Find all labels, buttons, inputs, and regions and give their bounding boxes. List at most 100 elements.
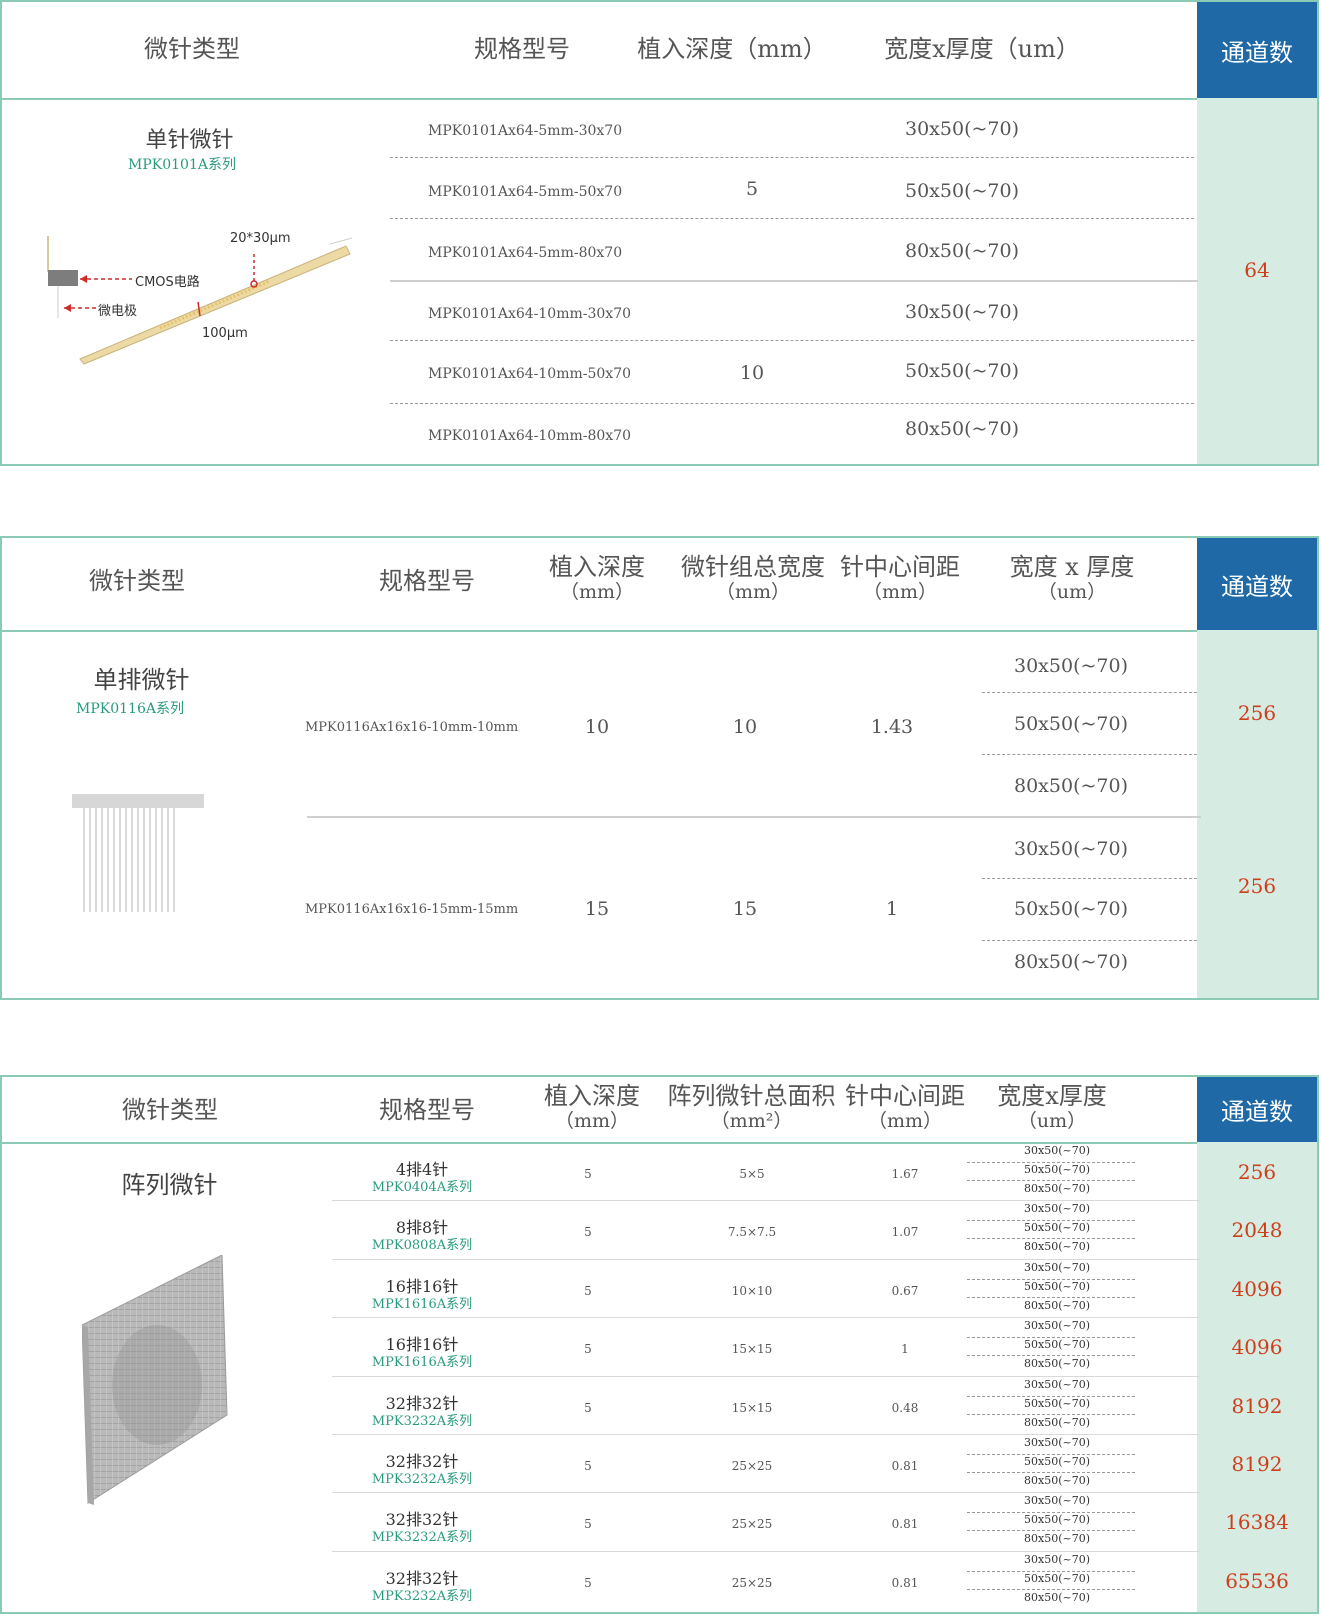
array-row-area: 15×15 (731, 1342, 773, 1357)
dims-row-4: 30x50(~70) (905, 301, 1019, 323)
pitch-group-1: 1.43 (870, 716, 914, 738)
array-row-dims: 50x50(~70) (1024, 1455, 1090, 1468)
header-dims-unit: （um） (1037, 581, 1107, 603)
header-channels: 通道数 (1197, 1077, 1317, 1142)
table3-header: 微针类型 规格型号 植入深度 （mm） 阵列微针总面积 （mm²） 针中心间距 … (2, 1077, 1317, 1144)
array-row-dims: 80x50(~70) (1024, 1415, 1090, 1429)
spec-group-2: MPK0116Ax16x16-15mm-15mm (305, 902, 519, 917)
array-row-dims: 30x50(~70) (1024, 1377, 1090, 1391)
spec-row-1: MPK0101Ax64-5mm-30x70 (428, 123, 623, 139)
table-single-needle: 微针类型 规格型号 植入深度（mm） 宽度x厚度（um） 通道数 64 单针微针… (0, 0, 1319, 466)
array-row-channels: 8192 (1231, 1452, 1283, 1476)
array-row-dims: 50x50(~70) (1024, 1221, 1090, 1235)
array-row-name: 4排4针 (395, 1160, 449, 1179)
table-array-needle: 微针类型 规格型号 植入深度 （mm） 阵列微针总面积 （mm²） 针中心间距 … (0, 1075, 1319, 1614)
array-row-dims: 50x50(~70) (1024, 1513, 1090, 1527)
array-row-dims: 80x50(~70) (1024, 1532, 1090, 1546)
header-type: 微针类型 (122, 1096, 218, 1124)
diagram-width-label: 100μm (202, 326, 248, 341)
array-row-dims: 30x50(~70) (1024, 1260, 1090, 1274)
dims-group-1-1: 30x50(~70) (1014, 655, 1128, 677)
array-row-series: MPK0404A系列 (371, 1180, 473, 1195)
array-row-name: 32排32针 (385, 1568, 459, 1588)
header-depth-label: 植入深度 (549, 553, 645, 581)
array-row-pitch: 0.81 (891, 1517, 919, 1532)
array-row-dims: 50x50(~70) (1024, 1338, 1090, 1352)
diagram-cmos-label: CMOS电路 (135, 275, 200, 290)
depth-group-2: 10 (739, 362, 765, 384)
header-depth-unit: （mm） (559, 581, 635, 603)
array-row-dims: 50x50(~70) (1024, 1163, 1090, 1176)
width-group-1: 10 (732, 716, 758, 738)
array-row-depth: 5 (584, 1400, 592, 1415)
array-row-dims: 80x50(~70) (1024, 1590, 1090, 1604)
array-row-pitch: 1 (901, 1342, 909, 1357)
single-needle-diagram (47, 236, 353, 365)
dims-row-1: 30x50(~70) (905, 118, 1019, 140)
dims-group-1-3: 80x50(~70) (1014, 775, 1128, 797)
type-name: 单排微针 (93, 666, 190, 694)
header-area: 阵列微针总面积 （mm²） (664, 1082, 839, 1133)
header-width-unit: （mm） (715, 581, 791, 603)
array-row-depth: 5 (584, 1283, 592, 1298)
array-row-dims: 30x50(~70) (1024, 1494, 1090, 1508)
array-row-dims: 30x50(~70) (1024, 1552, 1090, 1566)
array-row-area: 15×15 (731, 1400, 773, 1415)
header-type: 微针类型 (144, 35, 240, 63)
array-row-series: MPK3232A系列 (371, 1472, 473, 1487)
array-row-dims: 30x50(~70) (1024, 1144, 1090, 1157)
array-row-pitch: 0.81 (891, 1575, 919, 1590)
array-row-series: MPK3232A系列 (371, 1530, 473, 1546)
array-row-channels: 4096 (1231, 1276, 1283, 1301)
array-row-name: 16排16针 (385, 1335, 459, 1355)
array-row-dims: 30x50(~70) (1024, 1436, 1090, 1449)
array-row-channels: 4096 (1231, 1335, 1283, 1360)
table-single-row-needle: 微针类型 规格型号 植入深度 （mm） 微针组总宽度 （mm） 针中心间距 （m… (0, 536, 1319, 1000)
spec-row-2: MPK0101Ax64-5mm-50x70 (428, 184, 623, 200)
channels-group-1: 256 (1237, 701, 1277, 725)
header-dims: 宽度x厚度（um） (884, 35, 1080, 63)
spec-group-1: MPK0116Ax16x16-10mm-10mm (305, 720, 519, 735)
array-row-name: 32排32针 (385, 1393, 459, 1413)
header-area-unit: （mm²） (710, 1110, 793, 1132)
array-row-dims: 50x50(~70) (1024, 1279, 1090, 1293)
array-row-area: 10×10 (731, 1283, 773, 1298)
single-row-needle-image (72, 794, 204, 912)
channels-column (1197, 1142, 1317, 1612)
depth-group-1: 5 (745, 178, 759, 200)
array-row-pitch: 0.81 (891, 1459, 919, 1473)
channels-column (1197, 630, 1317, 998)
array-row-dims: 50x50(~70) (1024, 1396, 1090, 1410)
array-row-area: 5×5 (739, 1167, 765, 1181)
header-channels: 通道数 (1197, 2, 1317, 98)
array-row-depth: 5 (584, 1167, 592, 1181)
array-row-dims: 80x50(~70) (1024, 1240, 1090, 1254)
array-row-series: MPK0808A系列 (371, 1238, 473, 1254)
array-row-dims: 80x50(~70) (1024, 1182, 1090, 1195)
array-row-series: MPK3232A系列 (371, 1588, 473, 1604)
header-spec: 规格型号 (379, 567, 475, 595)
header-area-label: 阵列微针总面积 (667, 1082, 836, 1110)
header-depth: 植入深度 （mm） (527, 1082, 657, 1133)
diagram-electrode-label: 微电极 (98, 304, 138, 319)
array-row-area: 25×25 (731, 1459, 773, 1473)
array-row-depth: 5 (584, 1342, 592, 1357)
header-depth: 植入深度（mm） (637, 35, 827, 63)
dims-group-2-1: 30x50(~70) (1014, 838, 1128, 860)
header-pitch-label: 针中心间距 (845, 1082, 965, 1110)
array-row-channels: 2048 (1231, 1218, 1283, 1243)
dims-group-2-3: 80x50(~70) (1014, 951, 1128, 973)
array-row-area: 7.5×7.5 (727, 1225, 777, 1240)
array-row-channels: 256 (1237, 1160, 1277, 1184)
header-depth-label: 植入深度 (544, 1082, 640, 1110)
array-row-channels: 8192 (1231, 1393, 1283, 1418)
header-dims: 宽度 x 厚度 （um） (992, 554, 1152, 604)
header-pitch-unit: （mm） (862, 581, 938, 603)
array-row-dims: 80x50(~70) (1024, 1298, 1090, 1312)
array-row-depth: 5 (584, 1459, 592, 1473)
type-series: MPK0116A系列 (76, 701, 184, 717)
header-dims-label: 宽度x厚度 (997, 1082, 1107, 1110)
header-dims-unit: （um） (1017, 1110, 1087, 1132)
channels-value: 64 (1244, 258, 1270, 282)
array-row-name: 16排16针 (385, 1276, 459, 1296)
